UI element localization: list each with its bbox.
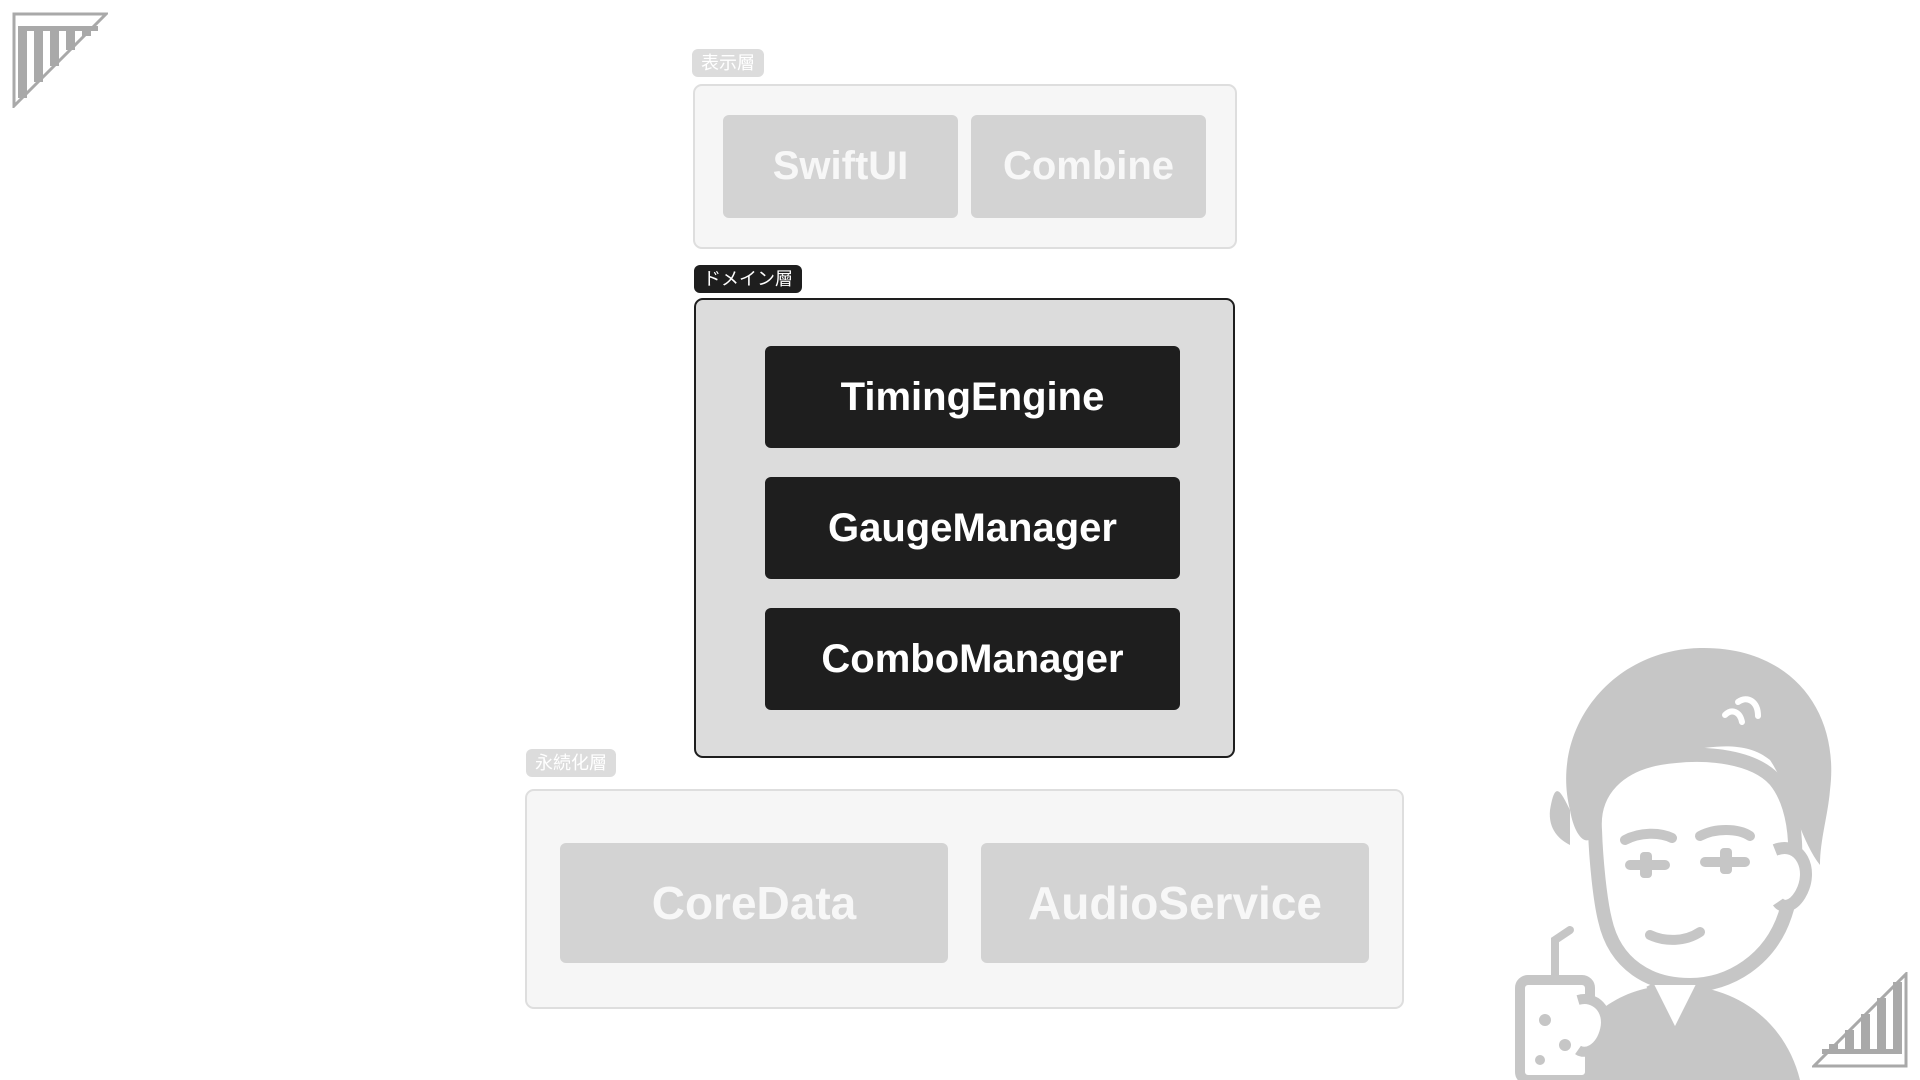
component-coredata: CoreData [560,843,948,963]
presenter-avatar [1515,647,1832,1080]
component-audioservice: AudioService [981,843,1369,963]
presentation-layer-tag: 表示層 [692,49,764,77]
persistence-layer-tag: 永続化層 [526,749,616,777]
component-combomanager: ComboManager [765,608,1180,710]
brand-mark-icon [1812,972,1908,1068]
component-swiftui: SwiftUI [723,115,958,218]
component-gaugemanager: GaugeManager [765,477,1180,579]
component-combine: Combine [971,115,1206,218]
domain-layer-tag: ドメイン層 [694,265,802,293]
component-timingengine: TimingEngine [765,346,1180,448]
brand-mark-icon [12,12,108,108]
